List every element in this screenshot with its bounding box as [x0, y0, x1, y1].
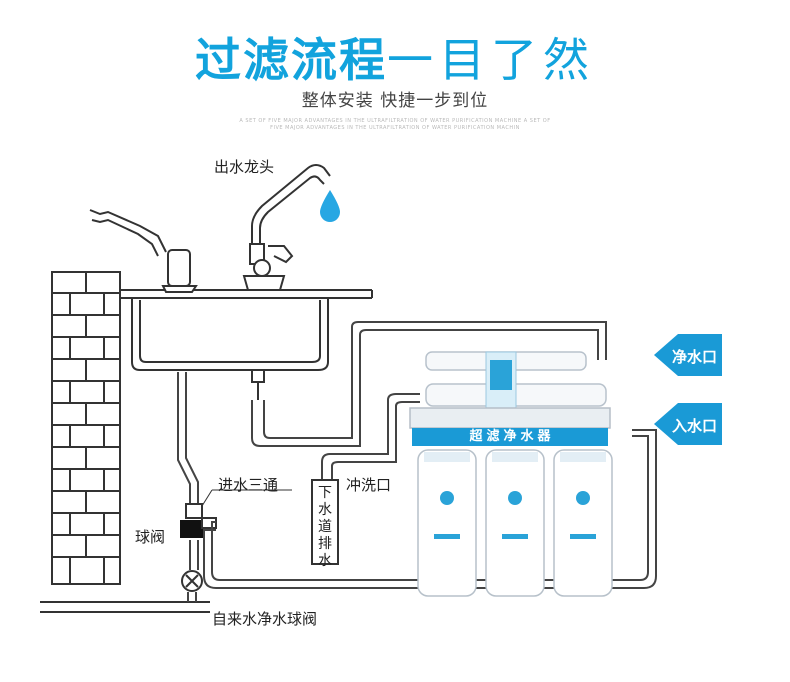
- pure-water-arrow: [654, 334, 722, 376]
- inlet-water-arrow: [654, 403, 722, 445]
- label-tap-valve: 自来水净水球阀: [212, 610, 318, 628]
- tap-ball-valve-icon: [181, 570, 203, 592]
- flush-pipe: [321, 393, 420, 480]
- label-pure-in: 净水口: [672, 348, 718, 366]
- tagline-line-2: FIVE MAJOR ADVANTAGES IN THE ULTRAFILTRA…: [270, 125, 520, 131]
- leader-lines: [201, 489, 292, 507]
- purifier-unit: [409, 351, 613, 597]
- title-light: 一目了然: [387, 33, 595, 87]
- cold-tap: [89, 209, 198, 293]
- sink-basin: [131, 298, 329, 400]
- label-tee: 进水三通: [218, 476, 279, 494]
- ball-valve-icon: [180, 520, 204, 538]
- brick-wall: [51, 271, 121, 585]
- inlet-pipe: [177, 372, 199, 602]
- water-drop-icon: [320, 190, 340, 222]
- label-water-in: 入水口: [672, 417, 718, 435]
- countertop: [120, 289, 373, 299]
- label-faucet: 出水龙头: [214, 158, 275, 176]
- page-subtitle: 整体安装 快捷一步到位: [301, 91, 489, 111]
- drain-pipe: [251, 321, 607, 447]
- purified-faucet: [242, 164, 331, 291]
- label-drain: 下水道排水: [318, 485, 332, 569]
- purifier-name: 超滤净水器: [469, 429, 555, 444]
- label-flush: 冲洗口: [346, 476, 392, 494]
- title-bold: 过滤流程: [195, 33, 387, 87]
- floor: [40, 601, 210, 613]
- label-ball-valve: 球阀: [135, 528, 166, 546]
- tagline-line-1: A SET OF FIVE MAJOR ADVANTAGES IN THE UL…: [239, 118, 551, 124]
- tee-fitting-icon: [185, 503, 217, 529]
- page-title: 过滤流程一目了然: [0, 24, 790, 90]
- drain-box: [311, 479, 339, 565]
